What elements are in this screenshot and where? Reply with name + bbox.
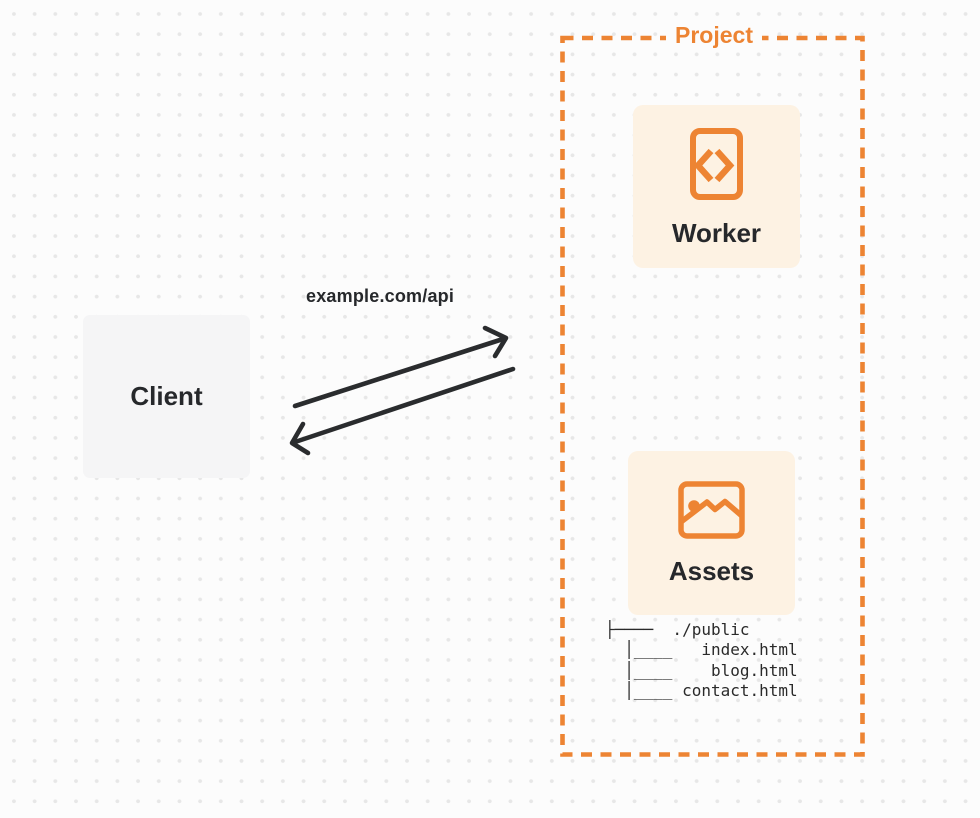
worker-node: Worker xyxy=(633,105,800,268)
file-tree-line: │____ index.html xyxy=(605,640,798,660)
file-tree-line: ├──── ./public xyxy=(605,620,750,639)
worker-label: Worker xyxy=(671,218,762,248)
file-tree-line: │____ blog.html xyxy=(605,660,798,680)
request-arrow xyxy=(292,325,509,409)
file-tree: ├──── ./public │____ index.html │____ bl… xyxy=(605,620,798,701)
assets-label: Assets xyxy=(668,556,755,586)
client-label: Client xyxy=(130,381,203,411)
image-icon xyxy=(678,481,745,539)
assets-node: Assets xyxy=(628,451,795,615)
client-node: Client xyxy=(83,315,250,478)
file-tree-line: │____ contact.html xyxy=(605,680,798,700)
code-file-icon xyxy=(690,128,743,200)
project-label: Project xyxy=(666,21,762,50)
response-arrow xyxy=(289,366,516,456)
request-url-label: example.com/api xyxy=(306,286,455,306)
